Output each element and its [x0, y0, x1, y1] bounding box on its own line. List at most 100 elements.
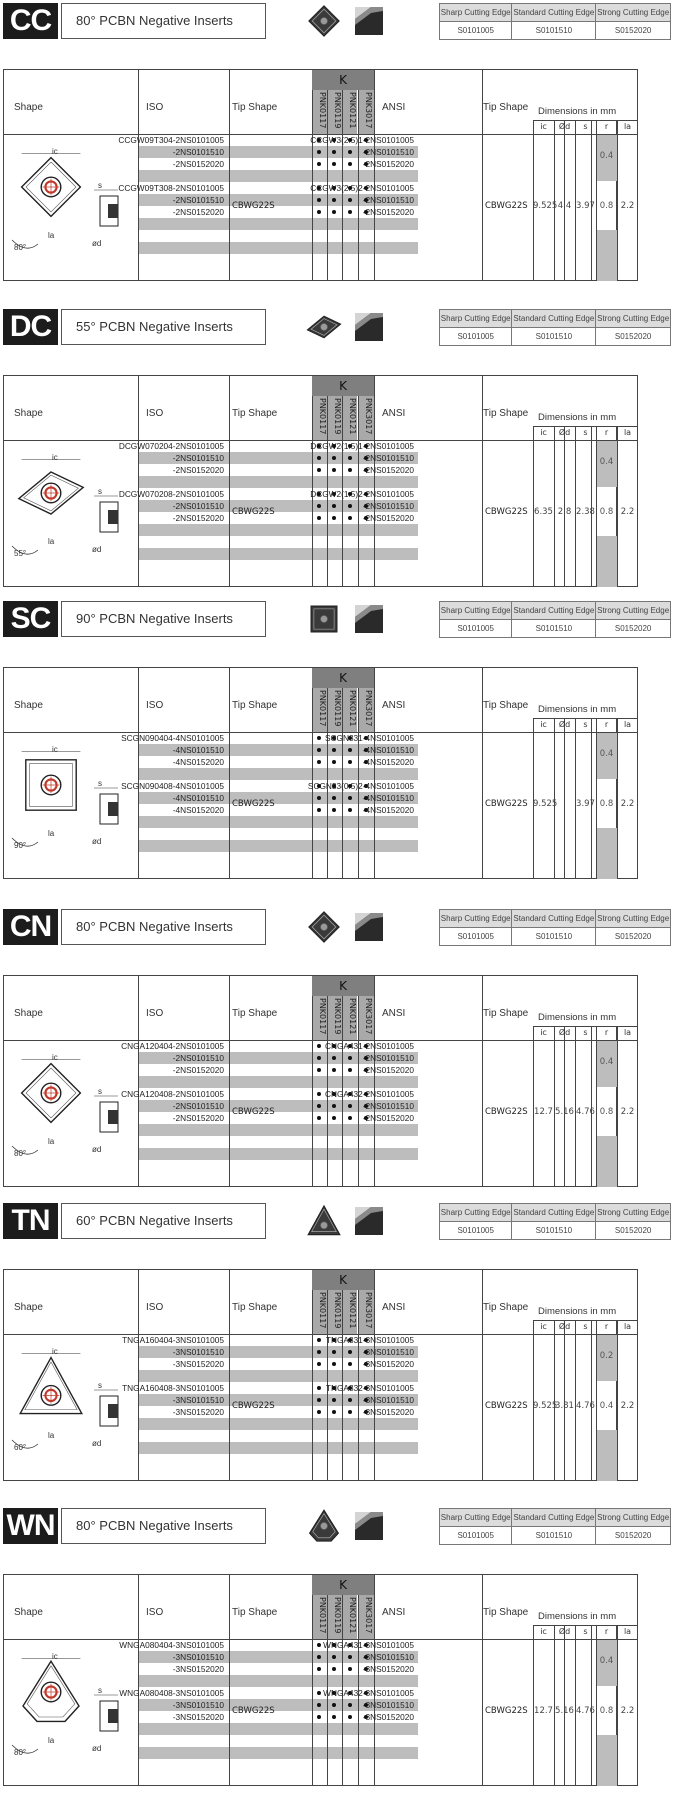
- availability-dot: [332, 1667, 336, 1671]
- dim-col-header: r: [604, 1627, 609, 1636]
- grade-header-pnk0119: PNK0119: [327, 1595, 342, 1639]
- iso-tip-shape: CBWG22S: [232, 1706, 275, 1716]
- grid-line: [342, 70, 343, 280]
- series-title: 80° PCBN Negative Inserts: [61, 909, 266, 945]
- grid-line: [617, 426, 618, 586]
- grid-line: [554, 1625, 555, 1785]
- grade-label: PNK0119: [333, 1292, 342, 1329]
- table-row-stripe: [138, 1675, 418, 1687]
- dim-col-header: r: [604, 1322, 609, 1331]
- tip-shape-header: Tip Shape: [232, 1302, 278, 1313]
- availability-dot: [364, 748, 368, 752]
- edge-code: S0152020: [595, 1221, 671, 1240]
- grid-line: [575, 1625, 576, 1785]
- s-label: s: [98, 487, 102, 496]
- iso-code: -2NS0152020: [172, 1065, 224, 1075]
- r-cell-shade: [597, 1136, 617, 1187]
- grid-line: [482, 1575, 483, 1785]
- availability-dot: [317, 1056, 321, 1060]
- grade-header-pnk3017: PNK3017: [358, 1595, 374, 1639]
- availability-dot: [317, 492, 321, 496]
- availability-dot: [332, 210, 336, 214]
- s-label: s: [98, 1087, 102, 1096]
- table-row-stripe: [138, 524, 418, 536]
- edge-code: S0101510: [511, 619, 597, 638]
- grid-line: [617, 1320, 618, 1480]
- table-row-stripe: [138, 1442, 418, 1454]
- table-row-stripe: [138, 1370, 418, 1382]
- availability-dot: [317, 138, 321, 142]
- grid-line: [575, 120, 576, 280]
- ansi-code: CNGA431-2NS0101005: [324, 1041, 414, 1051]
- ansi-code: -2NS0101510: [362, 1101, 414, 1111]
- grid-line: [533, 718, 534, 878]
- iso-code: -3NS0101510: [172, 1347, 224, 1357]
- grid-line: [575, 1026, 576, 1186]
- table-row-stripe: [138, 744, 418, 756]
- table-row-stripe: [138, 1418, 418, 1430]
- ansi-tip-shape: CBWG22S: [485, 799, 528, 809]
- grid-line: [616, 1320, 617, 1480]
- r-cell-shade: [597, 1640, 617, 1686]
- availability-dot: [332, 150, 336, 154]
- availability-dot: [364, 468, 368, 472]
- dim-value-s: 2.38: [576, 507, 595, 517]
- grade-header-pnk3017: PNK3017: [358, 396, 374, 440]
- iso-code: -2NS0101510: [172, 1053, 224, 1063]
- ansi-code: -2NS0101510: [362, 1053, 414, 1063]
- availability-dot: [317, 1092, 321, 1096]
- ansi-code: SCGN33(0.5)2-4NS0101005: [307, 781, 414, 791]
- grid-line: [617, 718, 618, 878]
- tip-shape-header: Tip Shape: [232, 1607, 278, 1618]
- table-row-stripe: [138, 548, 418, 560]
- availability-dot: [348, 468, 352, 472]
- edge-label: Strong Cutting Edge: [595, 1203, 671, 1222]
- availability-dot: [348, 748, 352, 752]
- grid-line: [575, 1320, 576, 1480]
- availability-dot: [332, 1386, 336, 1390]
- availability-dot: [348, 1398, 352, 1402]
- insert-icon: [308, 1509, 340, 1542]
- availability-dot: [364, 1116, 368, 1120]
- availability-dot: [317, 1703, 321, 1707]
- grid-line: [616, 718, 617, 878]
- grade-header-pnk0117: PNK0117: [312, 688, 327, 732]
- edge-code: S0101510: [511, 1221, 597, 1240]
- grade-label: PNK0117: [318, 998, 327, 1035]
- r-cell-shade: [597, 1430, 617, 1481]
- availability-dot: [332, 1350, 336, 1354]
- grid-line: [4, 1040, 637, 1041]
- availability-dot: [364, 1092, 368, 1096]
- availability-dot: [317, 444, 321, 448]
- grid-line: [596, 1026, 597, 1186]
- grid-line: [596, 718, 597, 878]
- la-label: la: [48, 231, 55, 240]
- shape-header: Shape: [14, 408, 43, 419]
- availability-dot: [364, 186, 368, 190]
- grade-label: PNK0117: [318, 92, 327, 129]
- dim-value-s: 3.97: [576, 201, 595, 211]
- k-grade-header: K: [312, 376, 374, 396]
- iso-code: -2NS0101510: [172, 147, 224, 157]
- table-row-stripe: [138, 146, 418, 158]
- ansi-code: -4NS0152020: [362, 805, 414, 815]
- iso-code: -3NS0152020: [172, 1359, 224, 1369]
- availability-dot: [332, 1338, 336, 1342]
- ansi-code: -3NS0152020: [362, 1664, 414, 1674]
- table-row-stripe: [138, 1699, 418, 1711]
- dim-value-ic: 6.35: [534, 507, 553, 517]
- availability-dot: [364, 1715, 368, 1719]
- grade-label: PNK3017: [364, 398, 373, 435]
- ansi-code: DCGW2(1.5)1-2NS0101005: [310, 441, 414, 451]
- iso-header: ISO: [146, 1008, 164, 1019]
- availability-dot: [332, 736, 336, 740]
- d-label: ød: [92, 1744, 101, 1753]
- angle-label: 80°: [14, 1149, 26, 1158]
- la-label: la: [48, 829, 55, 838]
- grid-line: [482, 1270, 483, 1480]
- dim-col-header: ic: [540, 428, 547, 437]
